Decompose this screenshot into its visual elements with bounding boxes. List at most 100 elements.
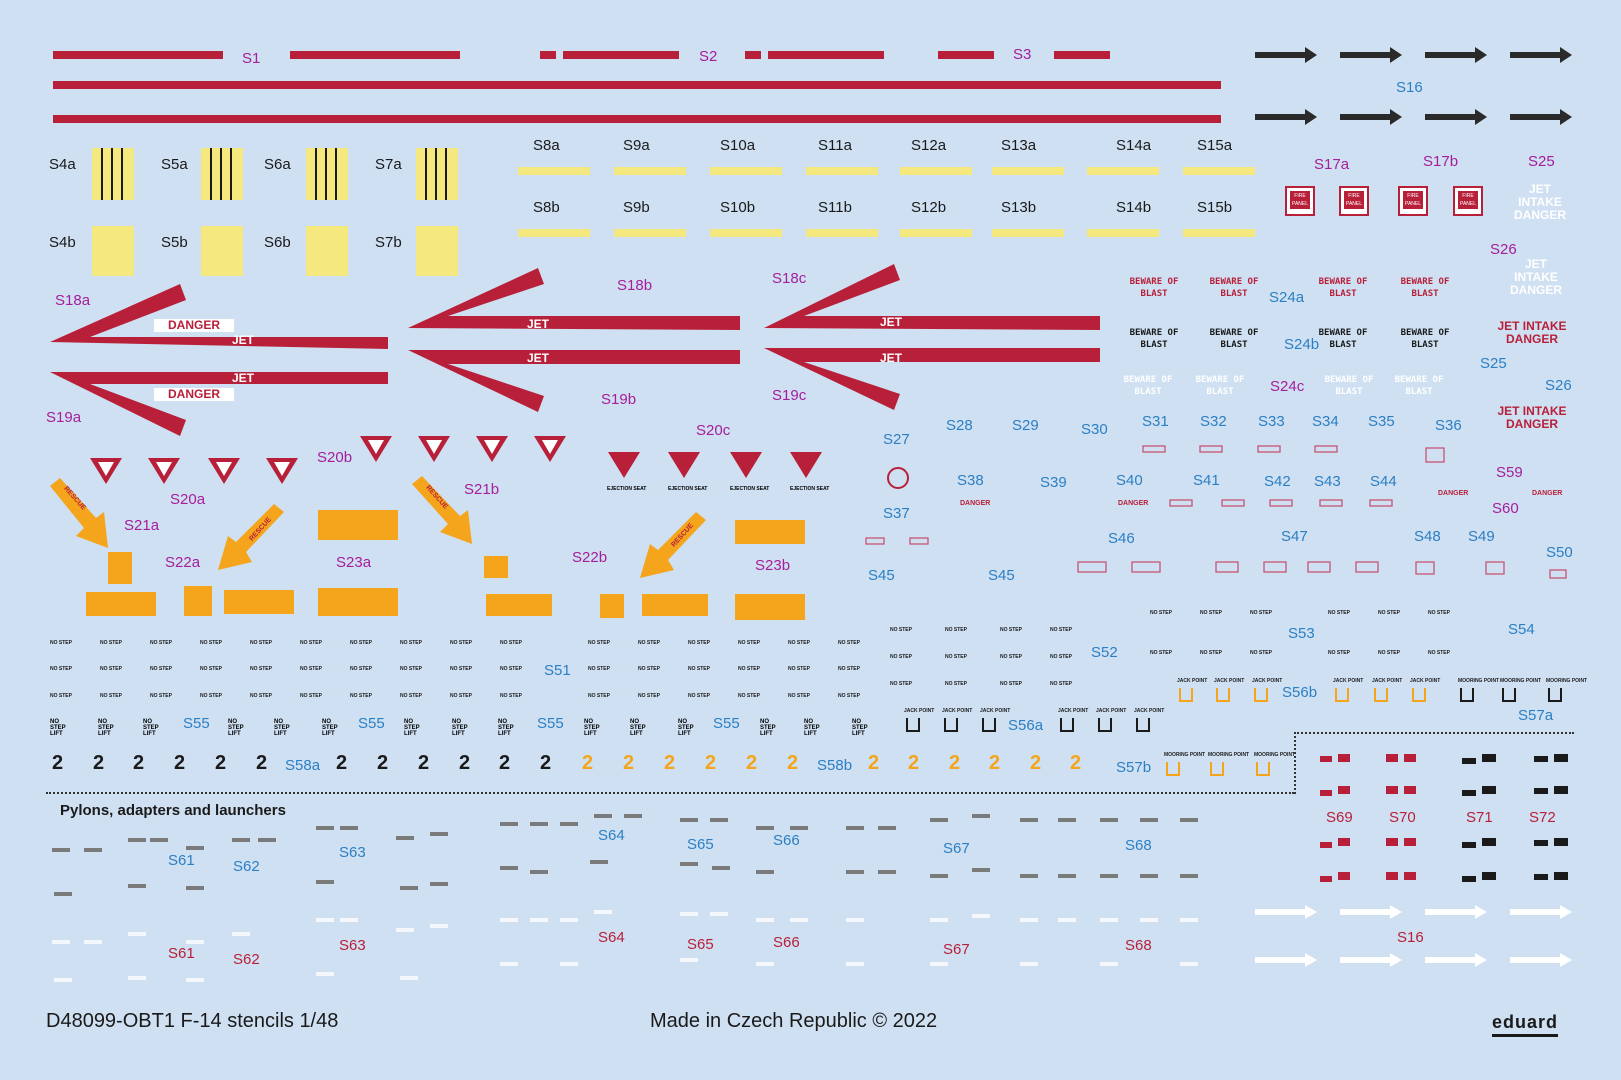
label-s68: S68: [1125, 937, 1152, 954]
eduard-logo: eduard: [1492, 1012, 1559, 1037]
pylon-stencil-mark: [52, 848, 70, 852]
no-step-stencil: NO STEP: [200, 693, 222, 699]
pylon-stencil-mark: [560, 822, 578, 826]
ejection-seat-label: EJECTION SEAT: [607, 486, 647, 492]
pylon-stencil-mark: [710, 818, 728, 822]
digit-two-stencil: 2: [705, 752, 717, 774]
jet-text: JET: [879, 315, 902, 329]
label-s55: S55: [183, 715, 210, 732]
label-s58b: S58b: [817, 757, 853, 774]
no-step-stencil: NO STEP: [1250, 610, 1272, 616]
no-step-stencil: NO STEP: [1000, 654, 1022, 660]
label-s7a: S7a: [375, 156, 402, 173]
no-step-stencil: NO STEP: [1200, 650, 1222, 656]
label-s19a: S19a: [46, 409, 82, 426]
pylon-stencil-mark: [756, 870, 774, 874]
jack-point-label: JACK POINT: [1372, 678, 1403, 684]
no-step-stencil: NO STEP: [1378, 650, 1400, 656]
mooring-point-icon: [1460, 688, 1474, 702]
label-s56a: S56a: [1008, 717, 1044, 734]
label-s54: S54: [1508, 621, 1535, 638]
pylon-stencil-mark: [972, 814, 990, 818]
pylon-stencil-mark: [186, 886, 204, 890]
mooring-point-icon: [1502, 688, 1516, 702]
digit-two-stencil: 2: [52, 752, 64, 774]
beware-of-blast: BEWARE OF BLAST: [1209, 328, 1259, 350]
pylon-stencil-mark: [316, 880, 334, 884]
pylon-stencil-mark: [186, 846, 204, 850]
jack-point-icon: [1335, 688, 1349, 702]
pylon-stencil-mark: [846, 870, 864, 874]
pylon-stencil-mark: [712, 866, 730, 870]
pylon-stencil-mark: [500, 822, 518, 826]
label-s4a: S4a: [49, 156, 76, 173]
intake-warning-chevron-s18c-s19c: [764, 264, 1100, 410]
ejection-seat-label: EJECTION SEAT: [668, 486, 708, 492]
no-step-stencil: NO STEP: [350, 640, 372, 646]
no-step-stencil: NO STEP: [890, 627, 912, 633]
digit-two-stencil: 2: [1070, 752, 1082, 774]
jack-point-label: JACK POINT: [1410, 678, 1441, 684]
digit-two-stencil: 2: [93, 752, 105, 774]
pylon-stencil-mark-white: [846, 962, 864, 966]
label-s7b: S7b: [375, 234, 402, 251]
pylon-stencil-mark-white: [186, 940, 204, 944]
pylon-stencil-mark: [1140, 818, 1158, 822]
label-s17a: S17a: [1314, 156, 1350, 173]
pylon-stencil-mark-white: [1180, 962, 1198, 966]
sheet-code: D48099-OBT1 F-14 stencils 1/48: [46, 1010, 339, 1032]
label-s58a: S58a: [285, 757, 321, 774]
label-s14b: S14b: [1116, 199, 1152, 216]
pylon-stencil-mark-white: [756, 962, 774, 966]
no-step-stencil: NO STEP: [1150, 650, 1172, 656]
label-s10b: S10b: [720, 199, 756, 216]
beware-of-blast: BEWARE OF BLAST: [1400, 277, 1450, 299]
s7b-patch: [416, 226, 458, 276]
no-step-stencil: NO STEP: [150, 666, 172, 672]
pylon-stencil-mark: [128, 838, 146, 842]
jack-point-icon: [1098, 718, 1112, 732]
label-s61: S61: [168, 852, 195, 869]
pylon-stencil-mark-white: [1020, 962, 1038, 966]
pylon-stencil-mark-white: [710, 912, 728, 916]
label-s49: S49: [1468, 528, 1495, 545]
no-step-stencil: NO STEP: [50, 666, 72, 672]
label-s46: S46: [1108, 530, 1135, 547]
label-s17b: S17b: [1423, 153, 1459, 170]
label-s57b: S57b: [1116, 759, 1152, 776]
label-s13b: S13b: [1001, 199, 1037, 216]
no-step-stencil: NO STEP: [890, 654, 912, 660]
no-step-stencil: NO STEP: [945, 627, 967, 633]
digit-two-stencil: 2: [787, 752, 799, 774]
jack-point-icon: [1216, 688, 1230, 702]
small-placards: [865, 445, 1567, 579]
jack-point-label: JACK POINT: [942, 708, 973, 714]
no-step-stencil: NO STEP: [1328, 610, 1350, 616]
label-s40: S40: [1116, 472, 1143, 489]
beware-of-blast: BEWARE OF BLAST: [1129, 277, 1179, 299]
mooring-point-label: MOORING POINT: [1546, 678, 1588, 684]
label-s67: S67: [943, 941, 970, 958]
pylon-stencil-mark-white: [930, 918, 948, 922]
label-s8b: S8b: [533, 199, 560, 216]
digit-two-stencil: 2: [1030, 752, 1042, 774]
label-s21a: S21a: [124, 517, 160, 534]
label-s45: S45: [988, 567, 1015, 584]
label-s47: S47: [1281, 528, 1308, 545]
no-step-stencil: NO STEP: [1050, 654, 1072, 660]
no-step-stencil: NO STEP: [250, 640, 272, 646]
jack-point-label: JACK POINT: [1134, 708, 1165, 714]
pylon-stencil-mark: [1180, 874, 1198, 878]
no-step-lift-stencil: NO STEP LIFT: [143, 719, 159, 737]
s5b-patch: [201, 226, 243, 276]
label-s63: S63: [339, 937, 366, 954]
jet-intake-danger-red: JET INTAKE DANGER: [1497, 319, 1567, 346]
no-step-stencil: NO STEP: [788, 666, 810, 672]
digit-two-stencil: 2: [336, 752, 348, 774]
label-s19c: S19c: [772, 387, 807, 404]
pylon-stencil-mark-white: [128, 976, 146, 980]
long-red-stripe: [53, 115, 1221, 123]
label-s12a: S12a: [911, 137, 947, 154]
jack-point-icon: [1136, 718, 1150, 732]
no-step-stencil: NO STEP: [1050, 627, 1072, 633]
